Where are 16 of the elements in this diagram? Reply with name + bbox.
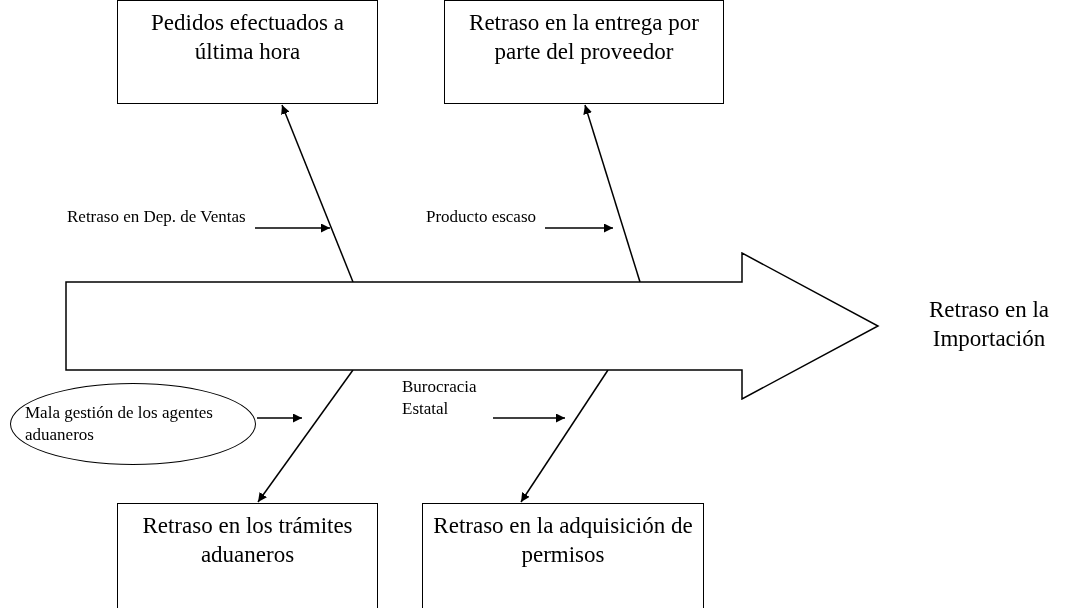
bone-arrow bbox=[281, 104, 354, 283]
cause-text: Retraso en Dep. de Ventas bbox=[67, 206, 253, 252]
effect-text: Retraso en la Importación bbox=[927, 296, 1051, 353]
bone-arrow bbox=[520, 369, 609, 503]
cause-text: Burocracia Estatal bbox=[402, 376, 491, 422]
arrow bbox=[256, 413, 303, 423]
bone-arrow bbox=[257, 369, 354, 503]
cause-box: Retraso en la adquisición de permisos bbox=[422, 503, 704, 608]
arrow bbox=[492, 413, 566, 423]
cause-box: Pedidos efectuados a última hora bbox=[117, 0, 378, 104]
cause-text: Producto escaso bbox=[426, 206, 542, 252]
cause-box: Retraso en los trámites aduaneros bbox=[117, 503, 378, 608]
arrow bbox=[544, 223, 614, 233]
arrow bbox=[254, 223, 331, 233]
cause-box: Retraso en la entrega por parte del proveedor bbox=[444, 0, 724, 104]
bone-arrow bbox=[583, 104, 641, 283]
